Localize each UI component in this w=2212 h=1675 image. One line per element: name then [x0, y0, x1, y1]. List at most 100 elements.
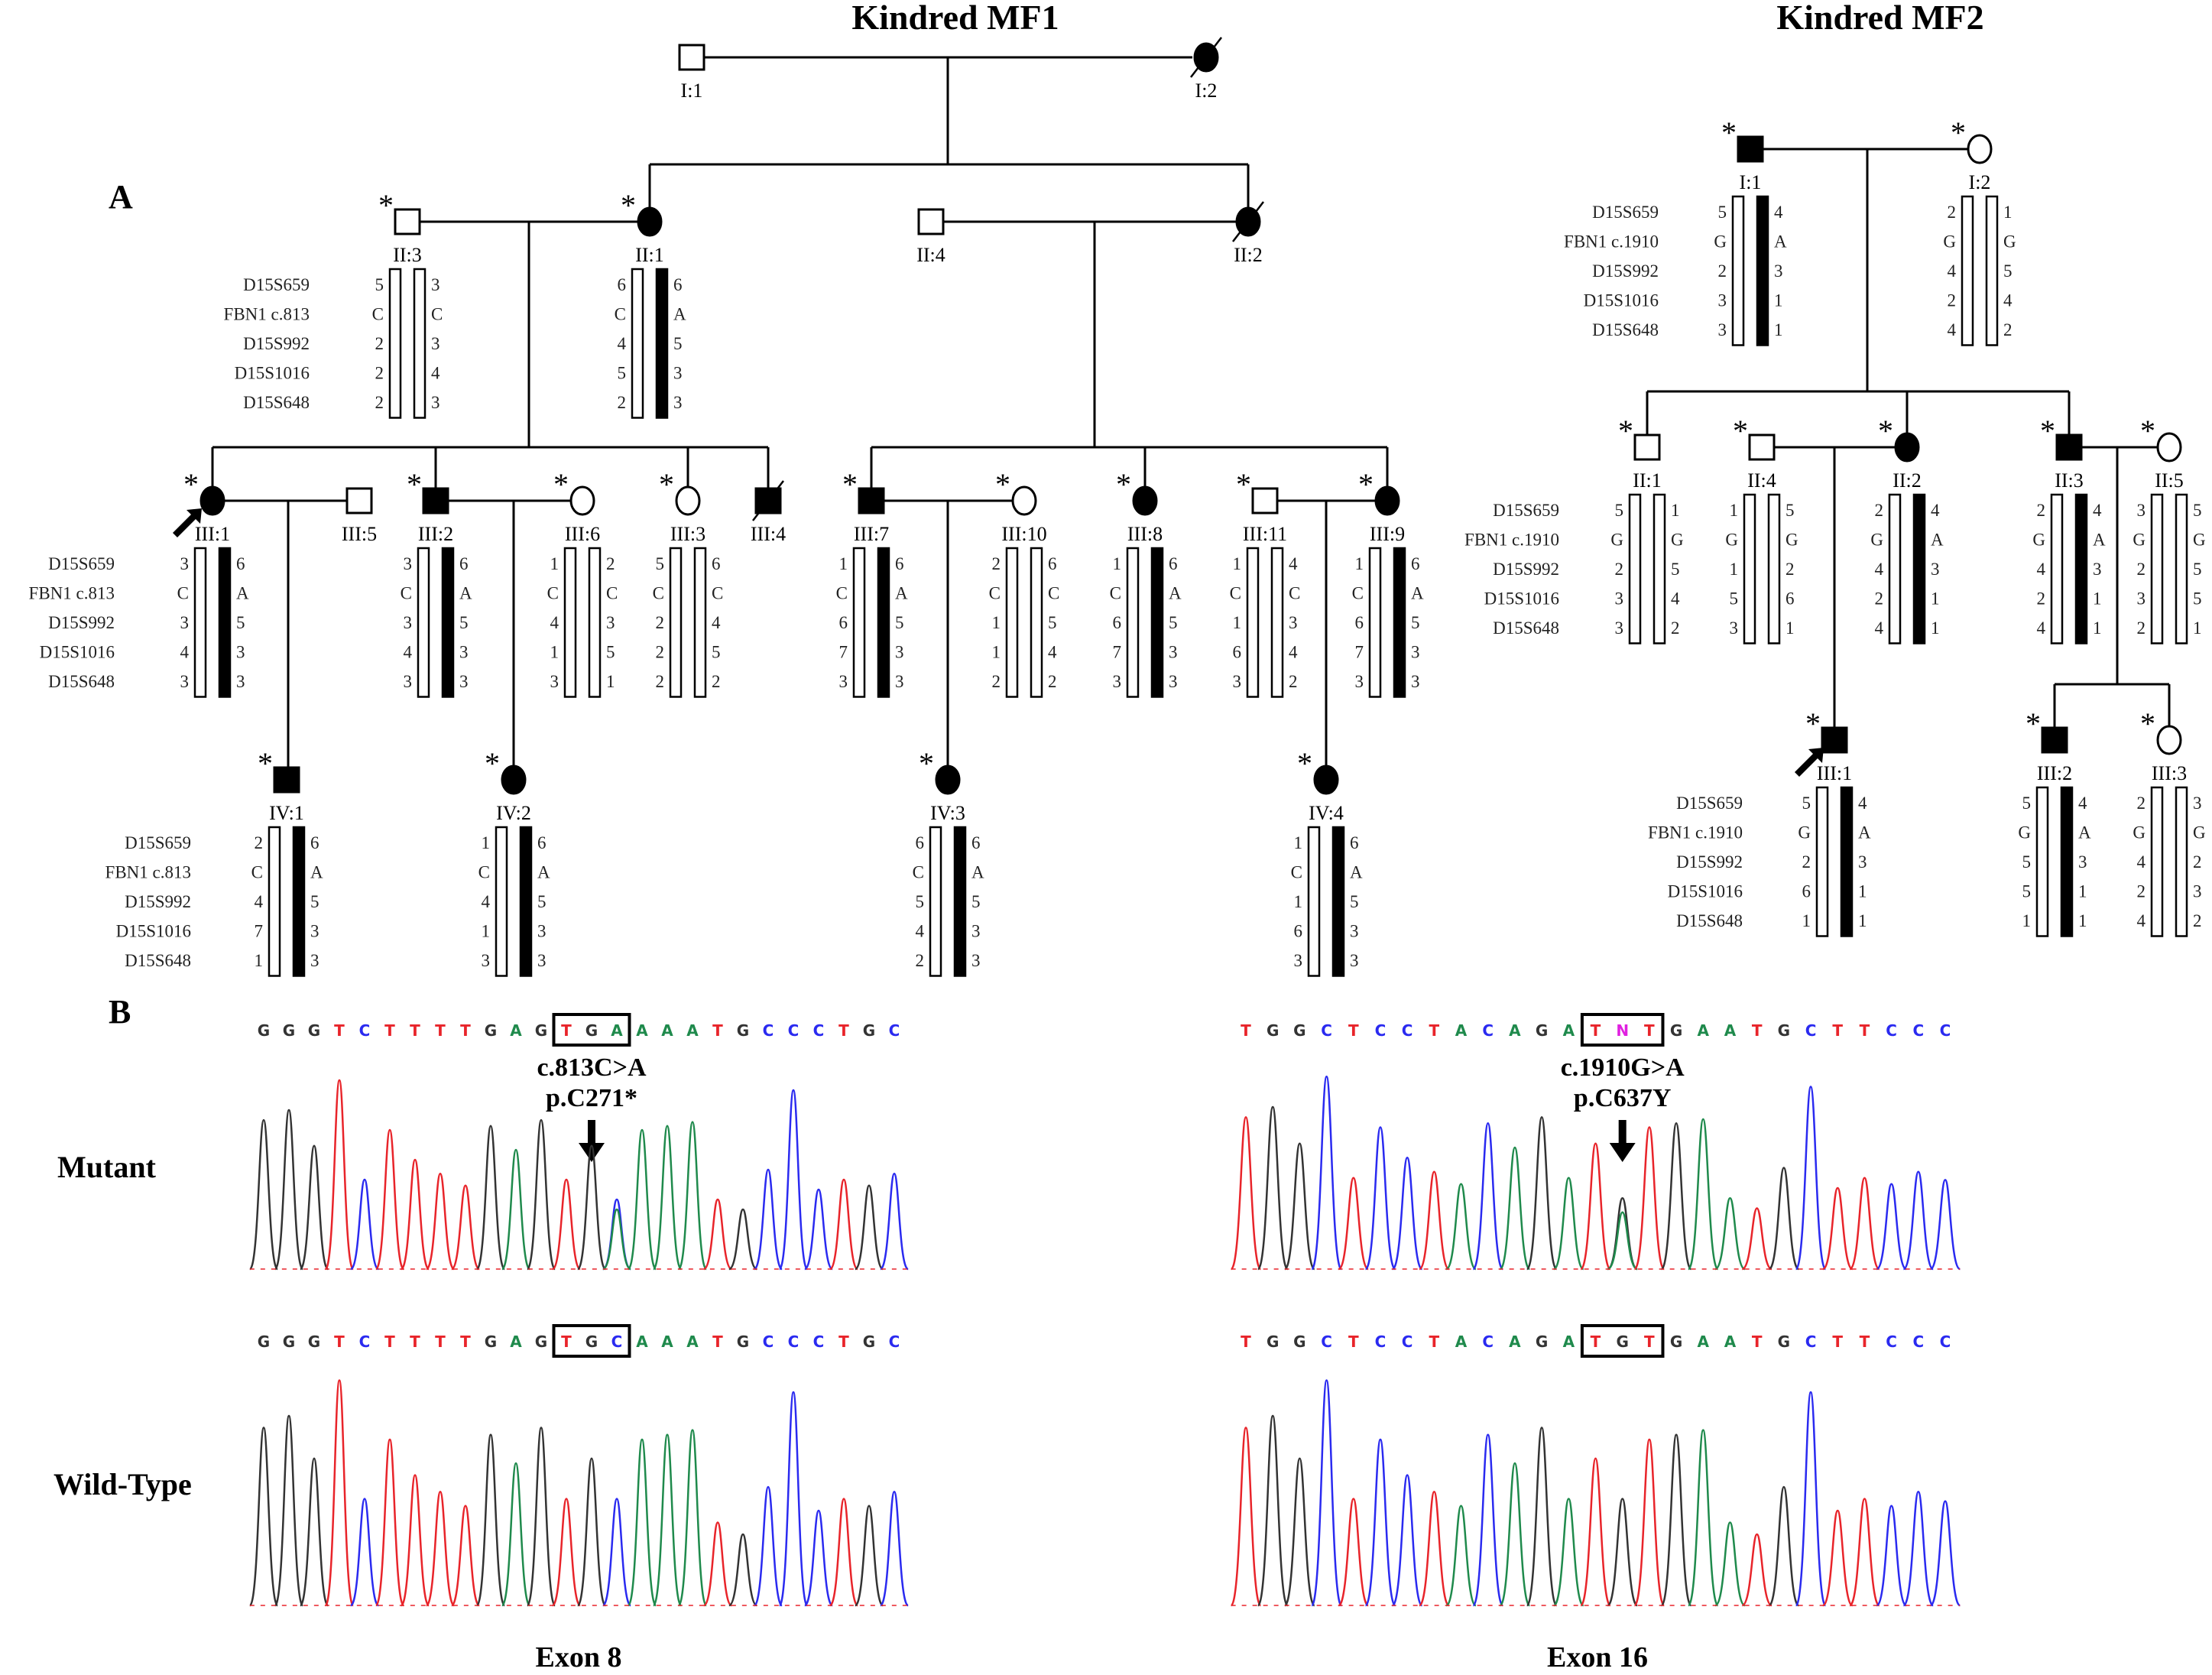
allele-value: 3: [404, 554, 413, 573]
allele-value: 4: [2037, 560, 2046, 579]
allele-value: 1: [992, 613, 1001, 632]
tested-asterisk: *: [2140, 706, 2155, 741]
allele-value: 1: [1355, 554, 1364, 573]
individual-id: II:4: [916, 244, 945, 266]
allele-value: 1: [2003, 203, 2013, 222]
allele-value: A: [971, 863, 984, 882]
base-call: A: [636, 1021, 648, 1040]
haplotype-bar: [1743, 493, 1756, 644]
trace-peak-t: [1579, 1457, 1612, 1607]
marker-label: D15S1016: [1584, 291, 1659, 310]
allele-value: 3: [537, 922, 547, 941]
base-call: A: [1509, 1021, 1521, 1040]
base-call: T: [1752, 1021, 1763, 1040]
allele-value: 4: [2078, 794, 2087, 813]
trace-peak-g: [274, 1414, 304, 1607]
allele-value: 2: [255, 833, 264, 852]
base-call: T: [1644, 1333, 1655, 1351]
allele-value: 1: [1774, 291, 1783, 310]
allele-value: 6: [1294, 922, 1303, 941]
trace-peak-c: [1364, 1126, 1396, 1271]
base-call: G: [863, 1333, 875, 1351]
allele-value: C: [372, 305, 384, 324]
trace-peak-t: [425, 1172, 456, 1271]
base-call: G: [535, 1021, 547, 1040]
proband-arrow-icon: [1795, 748, 1824, 777]
base-call: T: [1429, 1333, 1440, 1351]
tested-asterisk: *: [2040, 414, 2055, 448]
allele-value: C: [653, 584, 664, 603]
base-call: T: [1591, 1333, 1601, 1351]
trace-peak-t: [1418, 1490, 1450, 1607]
allele-value: 3: [482, 951, 491, 970]
allele-value: 3: [537, 951, 547, 970]
base-call: A: [510, 1333, 522, 1351]
marker-label: D15S648: [48, 672, 115, 691]
individual-id: I:2: [1969, 171, 1991, 193]
allele-value: 3: [1615, 589, 1624, 609]
individual-id: II:5: [2155, 469, 2184, 492]
allele-value: A: [2078, 823, 2091, 842]
allele-value: 5: [673, 334, 683, 353]
allele-value: 1: [1785, 618, 1795, 638]
base-call: T: [384, 1333, 395, 1351]
allele-value: 3: [310, 951, 319, 970]
trace-peak-t: [1822, 1186, 1854, 1271]
tested-asterisk: *: [553, 467, 569, 502]
allele-value: 1: [1802, 911, 1811, 930]
allele-value: 3: [839, 672, 848, 691]
tested-asterisk: *: [621, 188, 636, 222]
trace-peak-g: [1283, 1142, 1315, 1271]
female-symbol: [1967, 134, 1993, 164]
haplotype-bar: [563, 547, 577, 698]
allele-value: 1: [1233, 554, 1242, 573]
allele-value: 4: [1948, 261, 1957, 281]
allele-value: 5: [712, 643, 721, 662]
allele-value: 4: [1931, 501, 1940, 520]
base-call: T: [410, 1333, 420, 1351]
base-call: A: [1455, 1021, 1468, 1040]
trace-peak-t: [1230, 1427, 1262, 1607]
tested-asterisk: *: [1618, 414, 1633, 448]
trace-peak-g: [248, 1118, 279, 1271]
base-call: C: [1375, 1021, 1387, 1040]
trace-peak-c: [1472, 1122, 1504, 1271]
individual-id: IV:1: [269, 802, 304, 824]
base-call: G: [1536, 1021, 1548, 1040]
tested-asterisk: *: [1878, 414, 1893, 448]
allele-value: 3: [1411, 672, 1420, 691]
allele-value: C: [989, 584, 1001, 603]
allele-value: 1: [550, 643, 559, 662]
risk-haplotype-bar: [1150, 547, 1164, 698]
tested-asterisk: *: [183, 467, 199, 502]
trace-peak-t: [1848, 1177, 1880, 1271]
allele-value: 3: [2093, 560, 2102, 579]
risk-haplotype-bar: [441, 547, 455, 698]
mutation-arrow-icon: [1609, 1120, 1636, 1162]
trace-peak-t: [1633, 1126, 1665, 1271]
marker-label: D15S992: [1493, 560, 1559, 579]
female-symbol: [569, 485, 595, 516]
trace-peak-c: [1929, 1500, 1961, 1607]
allele-value: 1: [1233, 613, 1242, 632]
allele-value: 2: [1948, 203, 1957, 222]
allele-value: 3: [1113, 672, 1122, 691]
allele-value: 7: [1355, 643, 1364, 662]
allele-value: 3: [1411, 643, 1420, 662]
base-call: G: [485, 1021, 497, 1040]
haplotype-bar: [193, 547, 207, 698]
allele-value: 5: [2193, 560, 2202, 579]
base-call: G: [258, 1333, 270, 1351]
allele-value: C: [606, 584, 618, 603]
trace-peak-c: [349, 1178, 380, 1271]
tested-asterisk: *: [2140, 414, 2155, 448]
marker-label: D15S648: [1493, 618, 1559, 638]
allele-value: 3: [971, 951, 981, 970]
male-symbol: [1748, 433, 1776, 461]
haplotype-bar: [1628, 493, 1642, 644]
base-call: C: [889, 1021, 900, 1040]
allele-value: 3: [673, 393, 683, 412]
allele-value: 2: [2137, 618, 2146, 638]
allele-value: G: [1671, 531, 1684, 550]
allele-value: 1: [2093, 589, 2102, 609]
